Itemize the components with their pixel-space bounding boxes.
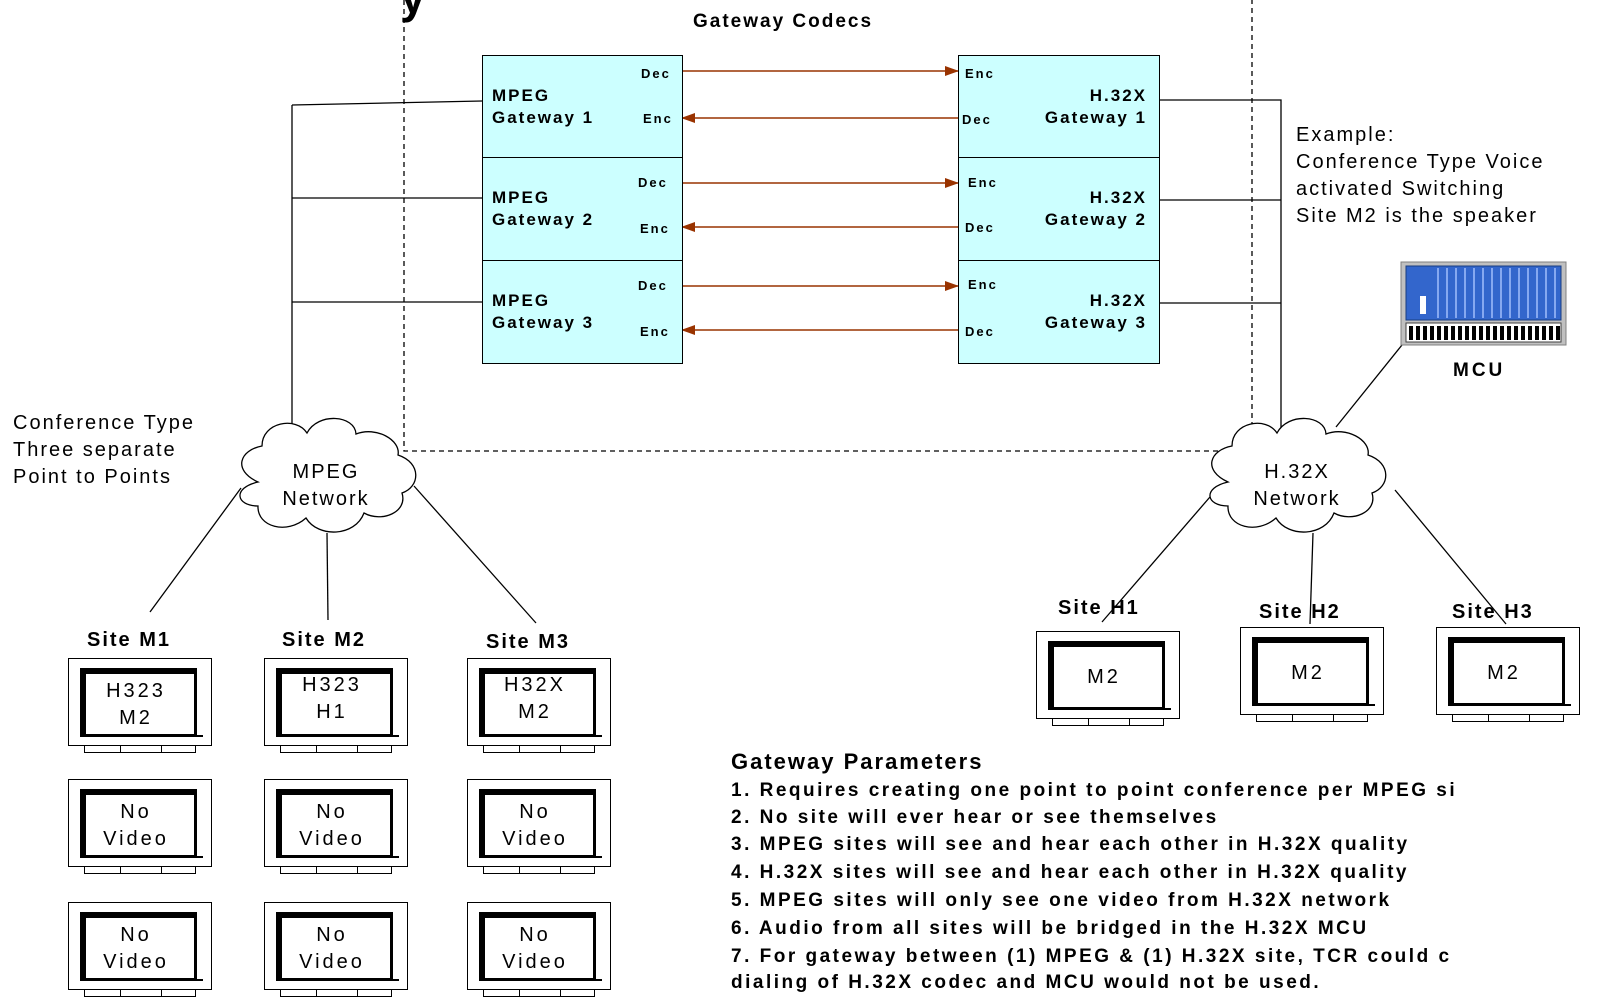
conference-note: Conference Type Three separate Point to … [13, 410, 195, 491]
h32x-gateway-3-line2: Gateway 3 [1044, 313, 1147, 332]
example-note-line: Example: [1296, 124, 1396, 146]
mpeg-gateway-3-enc: Enc [640, 324, 670, 339]
site-h2-monitor: M2 [1240, 627, 1384, 725]
parameter-item-3: 3. MPEG sites will see and hear each oth… [731, 834, 1410, 855]
h32x-network-cloud [1209, 417, 1387, 533]
example-note-line: activated Switching [1296, 178, 1506, 200]
codec-arrows [681, 66, 959, 335]
h32x-gateway-1-dec: Dec [962, 112, 992, 127]
mpeg-network-cloud [239, 417, 417, 533]
site-h1-monitor: M2 [1036, 631, 1180, 729]
parameter-item-1: 1. Requires creating one point to point … [731, 780, 1458, 801]
gateway-region-border [403, 0, 1253, 452]
conference-note-line: Conference Type [13, 412, 195, 434]
example-note-line: Site M2 is the speaker [1296, 205, 1538, 227]
h32x-gateway-2-enc: Enc [968, 175, 998, 190]
parameter-item-7-cont: dialing of H.32X codec and MCU would not… [731, 972, 1322, 993]
example-note-line: Conference Type Voice [1296, 151, 1545, 173]
h32x-gateway-1-line1: H.32X [1089, 86, 1147, 105]
site-m2-label: Site M2 [282, 629, 367, 651]
mpeg-network-label: MPEG Network [282, 461, 370, 510]
h32x-gateway-3-enc: Enc [968, 277, 998, 292]
parameter-item-7: 7. For gateway between (1) MPEG & (1) H.… [731, 946, 1452, 967]
mpeg-gateway-2-line2: Gateway 2 [492, 210, 595, 229]
mpeg-bus-lines [291, 100, 483, 440]
h32x-gateway-1-enc: Enc [965, 66, 995, 81]
mcu-device-icon [1400, 261, 1567, 346]
h32x-gateway-1: H.32X Gateway 1 Enc Dec [958, 55, 1160, 158]
parameter-item-5: 5. MPEG sites will only see one video fr… [731, 890, 1392, 911]
mcu-label: MCU [1453, 360, 1506, 381]
site-h3-label: Site H3 [1452, 601, 1534, 623]
mpeg-gateway-2-line1: MPEG [492, 188, 551, 207]
parameter-item-2: 2. No site will ever hear or see themsel… [731, 807, 1219, 828]
mpeg-gateway-2-dec: Dec [638, 175, 668, 190]
parameter-item-6: 6. Audio from all sites will be bridged … [731, 918, 1369, 939]
site-h3-monitor: M2 [1436, 627, 1580, 725]
mpeg-gateway-3-line1: MPEG [492, 291, 551, 310]
conference-note-line: Three separate [13, 439, 177, 461]
mpeg-gateway-1-enc: Enc [643, 111, 673, 126]
h32x-network-links [1101, 344, 1507, 625]
h32x-gateway-2-line2: Gateway 2 [1044, 210, 1147, 229]
h32x-gateway-2-dec: Dec [965, 220, 995, 235]
site-m1-label: Site M1 [87, 629, 172, 651]
gateway-codecs-header: Gateway Codecs [693, 11, 874, 32]
h32x-network-label: H.32X Network [1253, 461, 1341, 510]
mpeg-gateway-1-dec: Dec [641, 66, 671, 81]
mpeg-gateway-3: MPEG Gateway 3 Dec Enc [482, 260, 683, 364]
site-h1-label: Site H1 [1058, 597, 1140, 619]
h32x-gateway-3-dec: Dec [965, 324, 995, 339]
h32x-gateway-2: H.32X Gateway 2 Enc Dec [958, 157, 1160, 261]
site-m3-label: Site M3 [486, 631, 571, 653]
mpeg-gateway-1-line1: MPEG [492, 86, 551, 105]
mpeg-gateway-2-enc: Enc [640, 221, 670, 236]
mpeg-gateway-3-line2: Gateway 3 [492, 313, 595, 332]
mpeg-gateway-1: MPEG Gateway 1 Dec Enc [482, 55, 683, 158]
h32x-bus-lines [1160, 99, 1282, 440]
h32x-gateway-3: H.32X Gateway 3 Enc Dec [958, 260, 1160, 364]
h32x-gateway-2-line1: H.32X [1089, 188, 1147, 207]
parameters-title: Gateway Parameters [731, 749, 984, 774]
parameter-item-4: 4. H.32X sites will see and hear each ot… [731, 862, 1409, 883]
h32x-gateway-3-line1: H.32X [1089, 291, 1147, 310]
mpeg-gateway-1-line2: Gateway 1 [492, 108, 595, 127]
mpeg-network-links [149, 485, 537, 624]
example-note: Example: Conference Type Voice activated… [1296, 122, 1544, 230]
conference-note-line: Point to Points [13, 466, 172, 488]
mpeg-gateway-3-dec: Dec [638, 278, 668, 293]
h32x-gateway-1-line2: Gateway 1 [1044, 108, 1147, 127]
site-h2-label: Site H2 [1259, 601, 1341, 623]
mpeg-gateway-2: MPEG Gateway 2 Dec Enc [482, 157, 683, 261]
title-fragment: y [400, 0, 426, 20]
